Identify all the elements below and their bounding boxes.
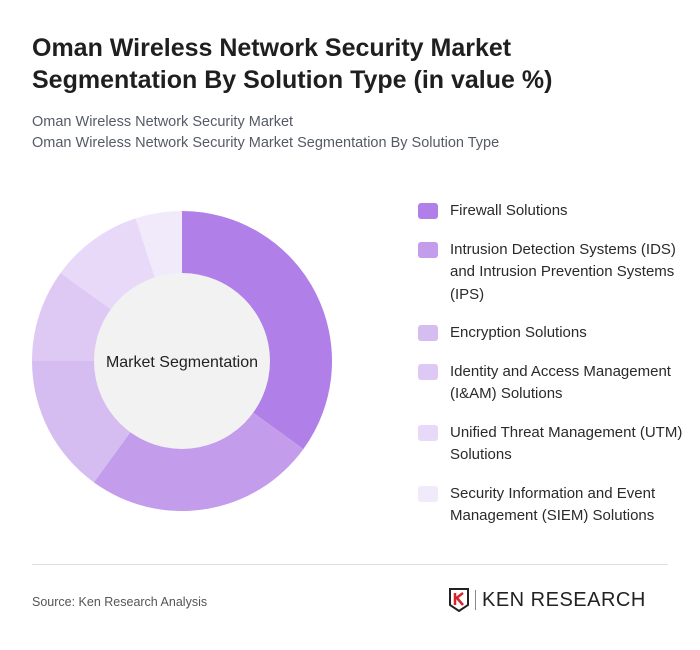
legend-label: Intrusion Detection Systems (IDS) and In… (450, 240, 676, 303)
legend-item: Intrusion Detection Systems (IDS) and In… (418, 239, 688, 307)
legend-label: Encryption Solutions (450, 324, 587, 341)
legend-swatch (418, 485, 438, 502)
legend-item: Firewall Solutions (418, 200, 688, 223)
legend-swatch (418, 424, 438, 441)
logo-k-icon (449, 588, 469, 612)
logo-separator (475, 590, 476, 610)
center-label: Market Segmentation (106, 354, 258, 371)
chart-title: Oman Wireless Network Security Market Se… (32, 34, 553, 94)
legend-swatch (418, 241, 438, 258)
source-note: Source: Ken Research Analysis (32, 595, 208, 609)
legend-label: Unified Threat Management (UTM) Solution… (450, 423, 683, 464)
legend-item: Security Information and Event Managemen… (418, 483, 688, 528)
divider (32, 564, 668, 565)
donut-center (94, 273, 270, 449)
subtitle-segmentation: Oman Wireless Network Security Market Se… (32, 135, 500, 151)
legend-item: Unified Threat Management (UTM) Solution… (418, 422, 688, 467)
logo-text: KEN RESEARCH (482, 588, 646, 611)
ken-research-logo: KEN RESEARCH (448, 588, 646, 612)
legend-swatch (418, 363, 438, 380)
subtitle-market: Oman Wireless Network Security Market (32, 114, 294, 130)
legend-label: Identity and Access Management (I&AM) So… (450, 362, 671, 403)
legend-label: Firewall Solutions (450, 202, 568, 219)
legend-swatch (418, 325, 438, 341)
legend-item: Encryption Solutions (418, 322, 688, 345)
donut-chart: Market Segmentation (32, 211, 332, 511)
legend-swatch (418, 203, 438, 219)
legend-item: Identity and Access Management (I&AM) So… (418, 361, 688, 406)
legend-label: Security Information and Event Managemen… (450, 484, 656, 525)
